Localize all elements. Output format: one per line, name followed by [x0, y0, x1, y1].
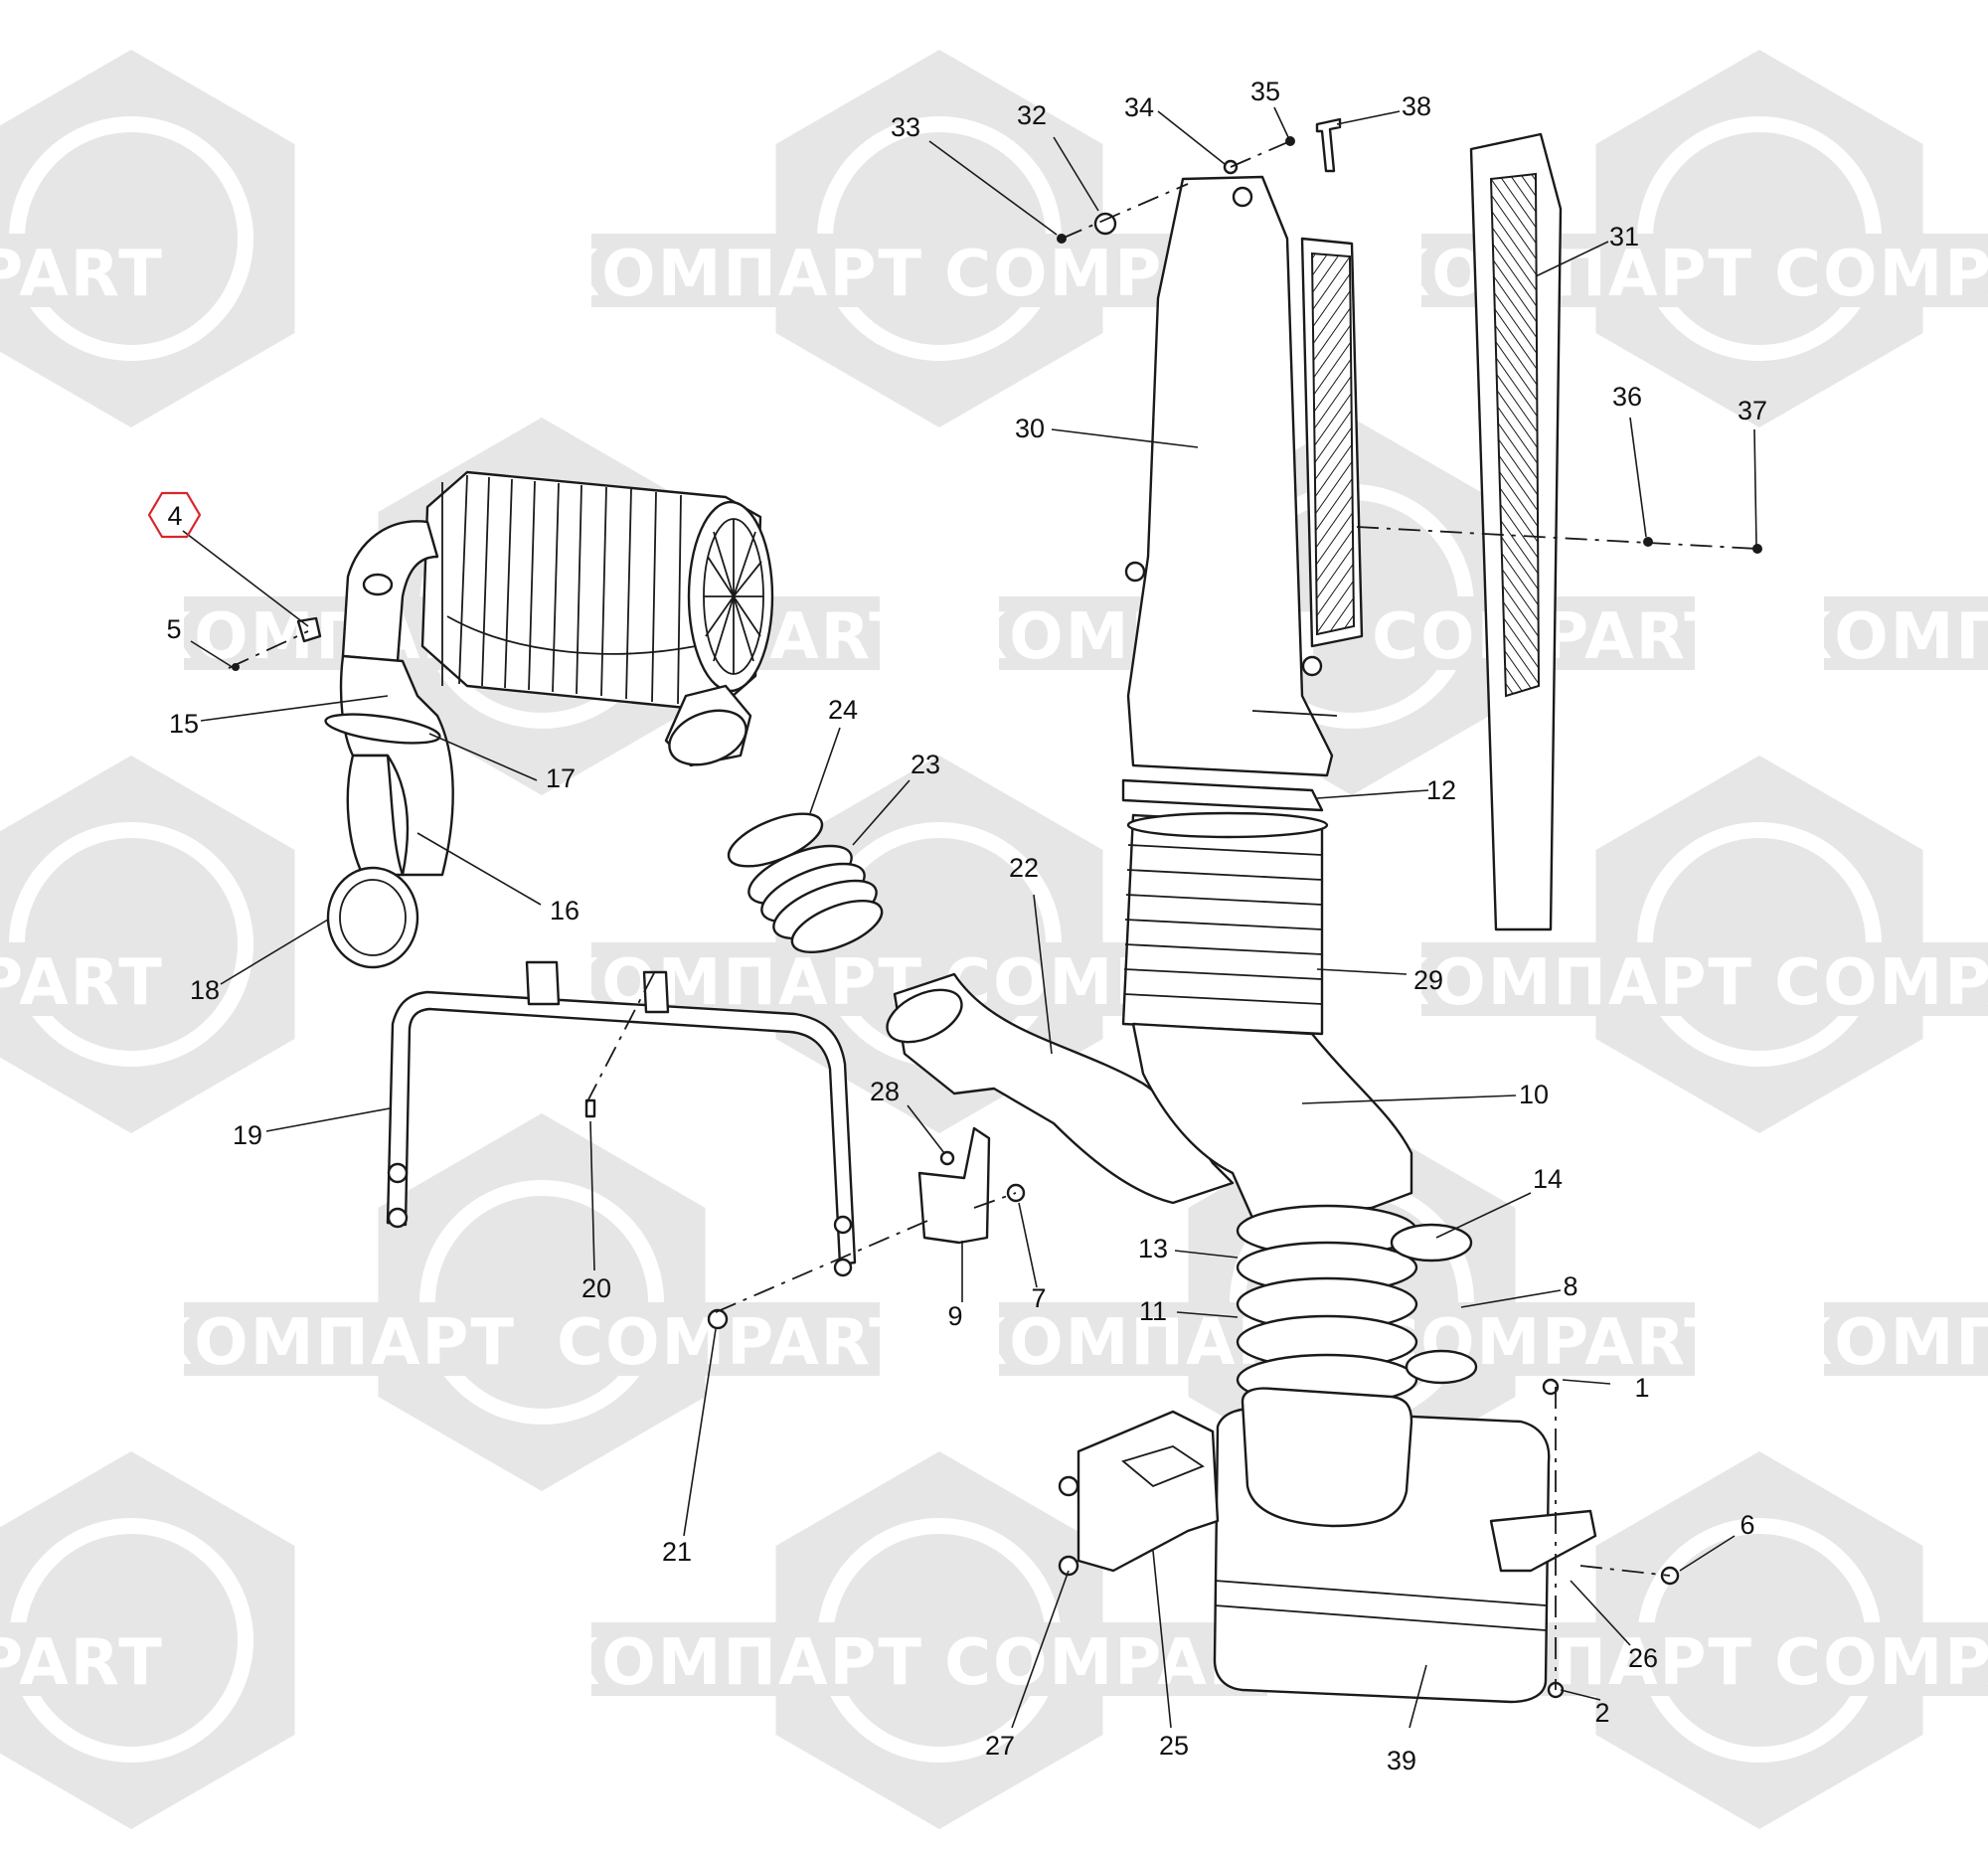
- callout-labels: 1 2 4 5 6 7 8 9 10 11 12 13 14 15 16 17 …: [166, 77, 1767, 1775]
- callout-16[interactable]: 16: [550, 896, 580, 926]
- corrugated-bellows: [1121, 778, 1329, 1036]
- precleaner-box: [1058, 1378, 1680, 1704]
- callout-38[interactable]: 38: [1402, 91, 1431, 121]
- callout-27[interactable]: 27: [985, 1731, 1015, 1761]
- callout-20[interactable]: 20: [581, 1273, 611, 1303]
- watermark-text: КОМПАРТ: [1780, 600, 1988, 674]
- callout-23[interactable]: 23: [911, 750, 940, 779]
- callout-7[interactable]: 7: [1031, 1283, 1046, 1313]
- callout-33[interactable]: 33: [891, 112, 920, 142]
- watermark-text: COMPART: [557, 1306, 914, 1380]
- callout-22[interactable]: 22: [1009, 853, 1039, 883]
- callout-11[interactable]: 11: [1139, 1296, 1167, 1326]
- watermark-hexagon: [775, 1451, 1103, 1829]
- callout-39[interactable]: 39: [1387, 1746, 1416, 1775]
- callout-5[interactable]: 5: [166, 614, 181, 644]
- watermark-hexagon: [1595, 756, 1923, 1133]
- watermark-text: COMPART: [1774, 1626, 1988, 1700]
- watermark-text: КОМПАРТ: [1378, 238, 1753, 311]
- callout-19[interactable]: 19: [233, 1120, 262, 1150]
- callout-24[interactable]: 24: [828, 695, 858, 725]
- callout-32[interactable]: 32: [1017, 100, 1047, 130]
- small-bracket: [917, 1126, 991, 1245]
- callout-34[interactable]: 34: [1124, 92, 1154, 122]
- watermark-text: КОМПАРТ: [548, 238, 923, 311]
- callout-4[interactable]: 4: [167, 501, 182, 531]
- watermark-band: [0, 942, 129, 1016]
- watermark-text: КОМПАРТ: [140, 1306, 516, 1380]
- callout-26[interactable]: 26: [1628, 1643, 1658, 1673]
- watermark-hexagon: [378, 1113, 706, 1491]
- callout-10[interactable]: 10: [1519, 1080, 1549, 1109]
- callout-37[interactable]: 37: [1738, 396, 1767, 425]
- callout-31[interactable]: 31: [1609, 222, 1639, 252]
- callout-6[interactable]: 6: [1740, 1510, 1754, 1540]
- callout-9[interactable]: 9: [947, 1301, 962, 1331]
- watermark-band: [1809, 942, 1988, 1016]
- watermark-band: [1809, 234, 1988, 307]
- watermark-band: [1824, 596, 1988, 670]
- callout-18[interactable]: 18: [190, 975, 220, 1005]
- callout-1[interactable]: 1: [1634, 1373, 1649, 1403]
- watermark-band: [591, 1302, 880, 1376]
- watermark-text: КОМПАРТ: [1378, 946, 1753, 1020]
- callout-12[interactable]: 12: [1426, 775, 1456, 805]
- lower-elbow: [1131, 1022, 1413, 1220]
- watermark-hexagon: [775, 50, 1103, 427]
- watermark-band: [0, 1622, 129, 1696]
- callout-15[interactable]: 15: [169, 709, 199, 739]
- watermark: COMPART КОМПАРТ COMPART КОМПАРТ COMPART COMPA…: [0, 50, 1988, 1829]
- watermark-band: [1809, 1622, 1988, 1696]
- callout-21[interactable]: 21: [662, 1537, 692, 1567]
- bellows-coupling: [727, 812, 884, 954]
- air-filter-housing: [341, 470, 774, 767]
- leader-lines: [182, 106, 1757, 1729]
- watermark-band: [1824, 1302, 1988, 1376]
- hose-elbow: [232, 573, 454, 969]
- watermark-hexagon: [1595, 50, 1923, 427]
- watermark-band: [0, 234, 129, 307]
- callout-35[interactable]: 35: [1250, 77, 1280, 106]
- parts-layer: [228, 117, 1762, 1704]
- highlight-marker: [147, 491, 202, 539]
- callout-2[interactable]: 2: [1594, 1698, 1609, 1728]
- watermark-text: COMPART: [0, 946, 164, 1020]
- callout-36[interactable]: 36: [1612, 382, 1642, 412]
- fasteners: [939, 117, 1762, 1166]
- watermark-hexagon: [1595, 1451, 1923, 1829]
- watermark-band: [591, 1622, 880, 1696]
- callout-25[interactable]: 25: [1159, 1731, 1189, 1761]
- callout-14[interactable]: 14: [1533, 1164, 1563, 1194]
- grille-panel: [1469, 132, 1563, 931]
- snorkel-duct: [1124, 175, 1364, 777]
- mounting-bar: [386, 960, 857, 1277]
- watermark-text: COMPART: [0, 1626, 164, 1700]
- watermark-text: COMPART: [1774, 238, 1988, 311]
- watermark-text: COMPART: [1774, 946, 1988, 1020]
- callout-28[interactable]: 28: [870, 1077, 900, 1106]
- watermark-band: [1421, 942, 1710, 1016]
- callout-8[interactable]: 8: [1563, 1271, 1577, 1301]
- watermark-text: COMPART: [0, 238, 164, 311]
- callout-30[interactable]: 30: [1015, 414, 1045, 443]
- callout-17[interactable]: 17: [546, 763, 576, 793]
- watermark-band: [184, 1302, 472, 1376]
- watermark-text: КОМПАРТ: [1780, 1306, 1988, 1380]
- assembly-lines: [228, 140, 1758, 1690]
- callout-29[interactable]: 29: [1413, 965, 1443, 995]
- watermark-band: [591, 234, 880, 307]
- watermark-text: КОМПАРТ: [548, 1626, 923, 1700]
- watermark-band: [1421, 234, 1710, 307]
- callout-13[interactable]: 13: [1138, 1234, 1168, 1263]
